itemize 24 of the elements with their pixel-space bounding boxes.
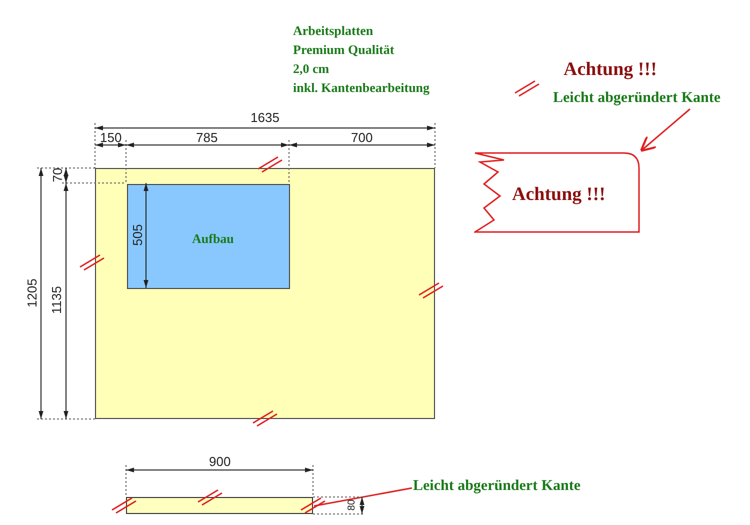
leader-arrow [640, 108, 690, 152]
spec-text: Premium Qualität [293, 42, 394, 56]
dimension-label: 1635 [250, 111, 280, 125]
dimension-label: 70 [51, 168, 66, 182]
dimension-label: 1205 [24, 278, 39, 308]
spec-text: 2,0 cm [293, 60, 330, 76]
spec-text: Arbeitsplatten [293, 22, 374, 38]
dimension-label: 700 [351, 131, 373, 145]
note-text: Leicht abgeründert Kante [413, 477, 603, 497]
cutout-label: Aufbau [192, 231, 234, 246]
warning-text: Achtung !!! [512, 184, 606, 206]
worktop-panel [95, 168, 435, 419]
dimension-label: 150 [100, 131, 122, 145]
spec-text: inkl. Kantenbearbeitung [293, 80, 430, 94]
dimension-label: 80 [346, 499, 359, 511]
warning-text: Achtung !!! [564, 59, 657, 81]
cooktop-cutout [127, 184, 290, 289]
note-text: Leicht abgeründert Kante [553, 89, 741, 109]
dimension-label: 1135 [50, 286, 64, 314]
edge-strip [126, 497, 313, 514]
dimension-label: 900 [209, 455, 231, 469]
leader-line [314, 487, 412, 507]
dimension-label: 505 [130, 224, 145, 246]
dimension-label: 785 [196, 131, 218, 145]
